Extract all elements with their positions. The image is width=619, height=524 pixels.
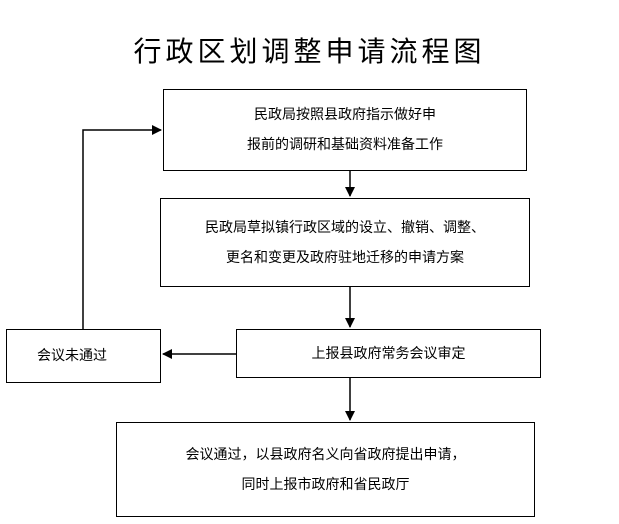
step-1-line-2: 报前的调研和基础资料准备工作 bbox=[247, 137, 443, 153]
arrow-rejected-to-step1 bbox=[82, 125, 162, 329]
step-4-line-2: 同时上报市政府和省民政厅 bbox=[241, 476, 410, 493]
step-4-line-1: 会议通过，以县政府名义向省政府提出申请， bbox=[185, 446, 466, 463]
rejected-label: 会议未通过 bbox=[37, 348, 107, 364]
step-1-line-1: 民政局按照县政府指示做好申 bbox=[254, 107, 436, 123]
diagram-title: 行政区划调整申请流程图 bbox=[133, 35, 486, 68]
step-2-line-2: 更名和变更及政府驻地迁移的申请方案 bbox=[226, 249, 464, 266]
step-box-2: 民政局草拟镇行政区域的设立、撤销、调整、 更名和变更及政府驻地迁移的申请方案 bbox=[160, 198, 530, 287]
step-2-line-1: 民政局草拟镇行政区域的设立、撤销、调整、 bbox=[205, 219, 485, 236]
step-3-line-1: 上报县政府常务会议审定 bbox=[311, 345, 466, 362]
rejected-box: 会议未通过 bbox=[6, 329, 161, 383]
step-box-1: 民政局按照县政府指示做好申 报前的调研和基础资料准备工作 bbox=[163, 89, 527, 171]
step-box-4: 会议通过，以县政府名义向省政府提出申请， 同时上报市政府和省民政厅 bbox=[116, 422, 535, 517]
step-box-3: 上报县政府常务会议审定 bbox=[236, 329, 541, 378]
